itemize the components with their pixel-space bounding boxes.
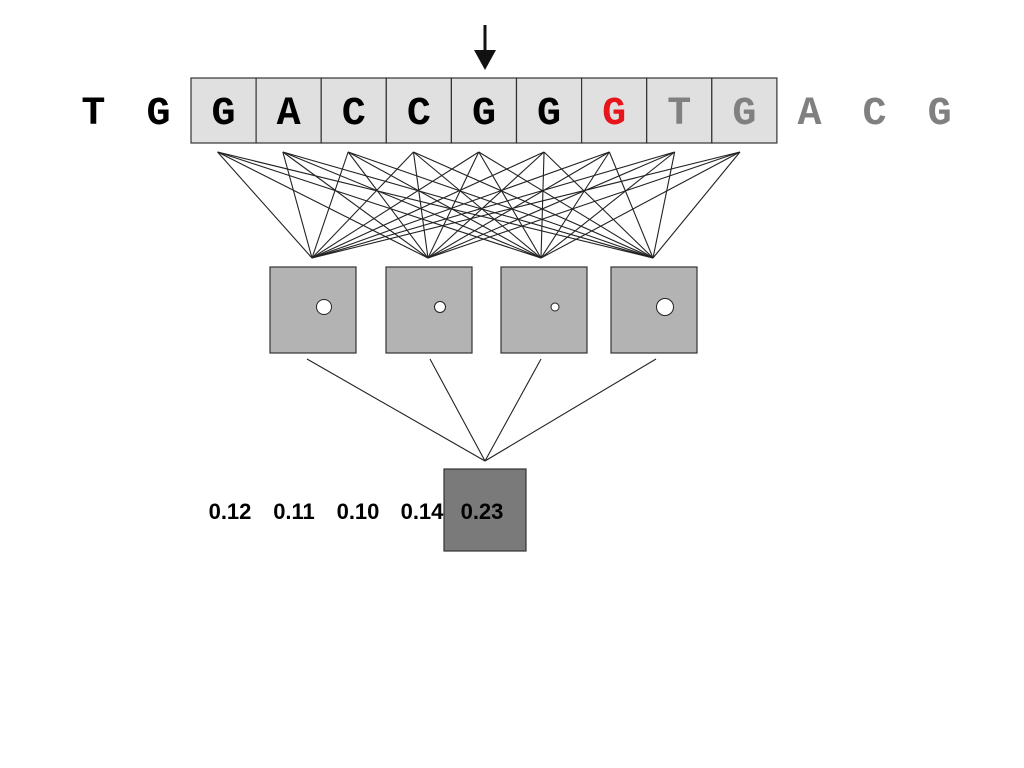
nucleotide-letter: G <box>928 92 952 137</box>
activation-dot-icon <box>434 301 446 313</box>
sequence-box <box>515 77 583 144</box>
nucleotide-letter: G <box>472 92 496 137</box>
hidden-unit <box>269 266 357 354</box>
input-connection <box>311 151 349 259</box>
input-connection <box>540 151 675 259</box>
input-connection <box>413 151 542 259</box>
nucleotide-letter: G <box>212 92 236 137</box>
output-connections <box>306 358 657 462</box>
input-connection <box>347 151 654 259</box>
input-connection <box>413 151 654 259</box>
sequence-box <box>320 77 387 144</box>
activation-dot-icon <box>316 299 332 315</box>
input-connection <box>412 151 429 259</box>
input-connection <box>282 151 654 259</box>
sequence-box <box>190 77 257 144</box>
input-connection <box>478 151 542 259</box>
output-value: 0.11 <box>273 499 315 524</box>
input-connection <box>217 151 542 259</box>
nucleotide-letter: C <box>342 92 366 137</box>
output-connection <box>429 358 486 462</box>
input-connection <box>347 151 542 259</box>
nucleotide-letter: T <box>667 92 691 137</box>
input-connection <box>311 151 675 259</box>
input-connection <box>347 151 429 259</box>
sequence-box <box>385 77 452 144</box>
input-connection <box>427 151 675 259</box>
nucleotide-letter: G <box>537 92 561 137</box>
input-connection <box>540 151 741 259</box>
input-connection <box>282 151 542 259</box>
input-connection <box>540 151 610 259</box>
output-layer <box>443 468 527 552</box>
sequence-box <box>580 77 648 144</box>
output-value: 0.12 <box>209 499 252 524</box>
output-value: 0.23 <box>461 499 504 524</box>
input-connection <box>311 151 414 259</box>
input-connection <box>282 151 429 259</box>
nucleotide-letter: T <box>81 92 105 137</box>
output-connection <box>306 358 486 462</box>
output-values: 0.12 0.11 0.10 0.14 0.23 <box>209 499 504 524</box>
input-connection <box>478 151 654 259</box>
output-value: 0.10 <box>337 499 380 524</box>
nucleotide-letter: G <box>732 92 756 137</box>
input-connection <box>427 151 480 259</box>
input-connection <box>311 151 545 259</box>
hidden-layer <box>269 266 698 354</box>
input-connection <box>543 151 654 259</box>
input-connection <box>608 151 654 259</box>
activation-dot-icon <box>550 302 560 312</box>
activation-dot-icon <box>656 298 674 316</box>
nucleotide-letter: G <box>602 92 626 137</box>
input-connection <box>311 151 610 259</box>
nucleotide-letter: A <box>797 92 821 137</box>
input-connection <box>217 151 429 259</box>
input-connection <box>427 151 610 259</box>
input-connection <box>282 151 313 259</box>
output-connection <box>484 358 657 462</box>
input-connection <box>217 151 313 259</box>
hidden-unit <box>500 266 588 354</box>
input-connections <box>217 151 741 259</box>
output-unit <box>443 468 527 552</box>
nucleotide-letter: A <box>277 92 301 137</box>
output-connection <box>484 358 542 462</box>
input-connection <box>311 151 480 259</box>
sequence-box <box>255 77 322 144</box>
sequence-box <box>711 77 778 144</box>
down-arrow-icon <box>474 25 496 70</box>
input-connection <box>311 151 741 259</box>
input-connection <box>427 151 545 259</box>
input-connection <box>217 151 654 259</box>
nucleotide-letter: C <box>863 92 887 137</box>
input-connection <box>652 151 741 259</box>
input-connection <box>652 151 676 259</box>
nucleotide-letter: G <box>146 92 170 137</box>
output-value: 0.14 <box>401 499 445 524</box>
input-connection <box>427 151 741 259</box>
input-connection <box>540 151 545 259</box>
nucleotide-letter: C <box>407 92 431 137</box>
hidden-unit <box>610 266 698 354</box>
sequence-box <box>646 77 713 144</box>
hidden-unit <box>385 266 473 354</box>
